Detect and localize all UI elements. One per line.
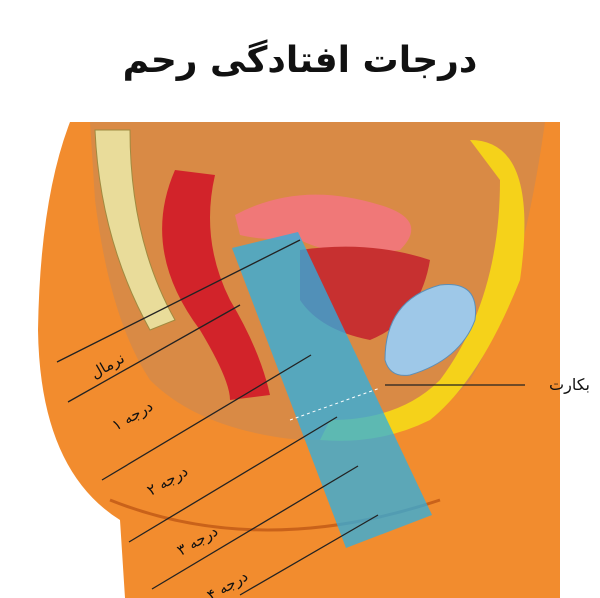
prolapse-band [232, 232, 432, 548]
grade3-line [128, 416, 338, 543]
fat-layer [320, 140, 525, 441]
spine-bones [94, 129, 176, 331]
page-title: درجات افتادگی رحم [122, 40, 478, 81]
grade4-line [151, 465, 359, 590]
grade2-line [101, 354, 312, 481]
grade1-line [67, 304, 241, 403]
rectum [162, 170, 270, 400]
normal-line [56, 239, 301, 363]
bottom-line [239, 514, 379, 596]
bladder [384, 283, 477, 376]
hymen-dotted-line [289, 387, 381, 421]
label-hymen: بکارت [549, 375, 590, 395]
